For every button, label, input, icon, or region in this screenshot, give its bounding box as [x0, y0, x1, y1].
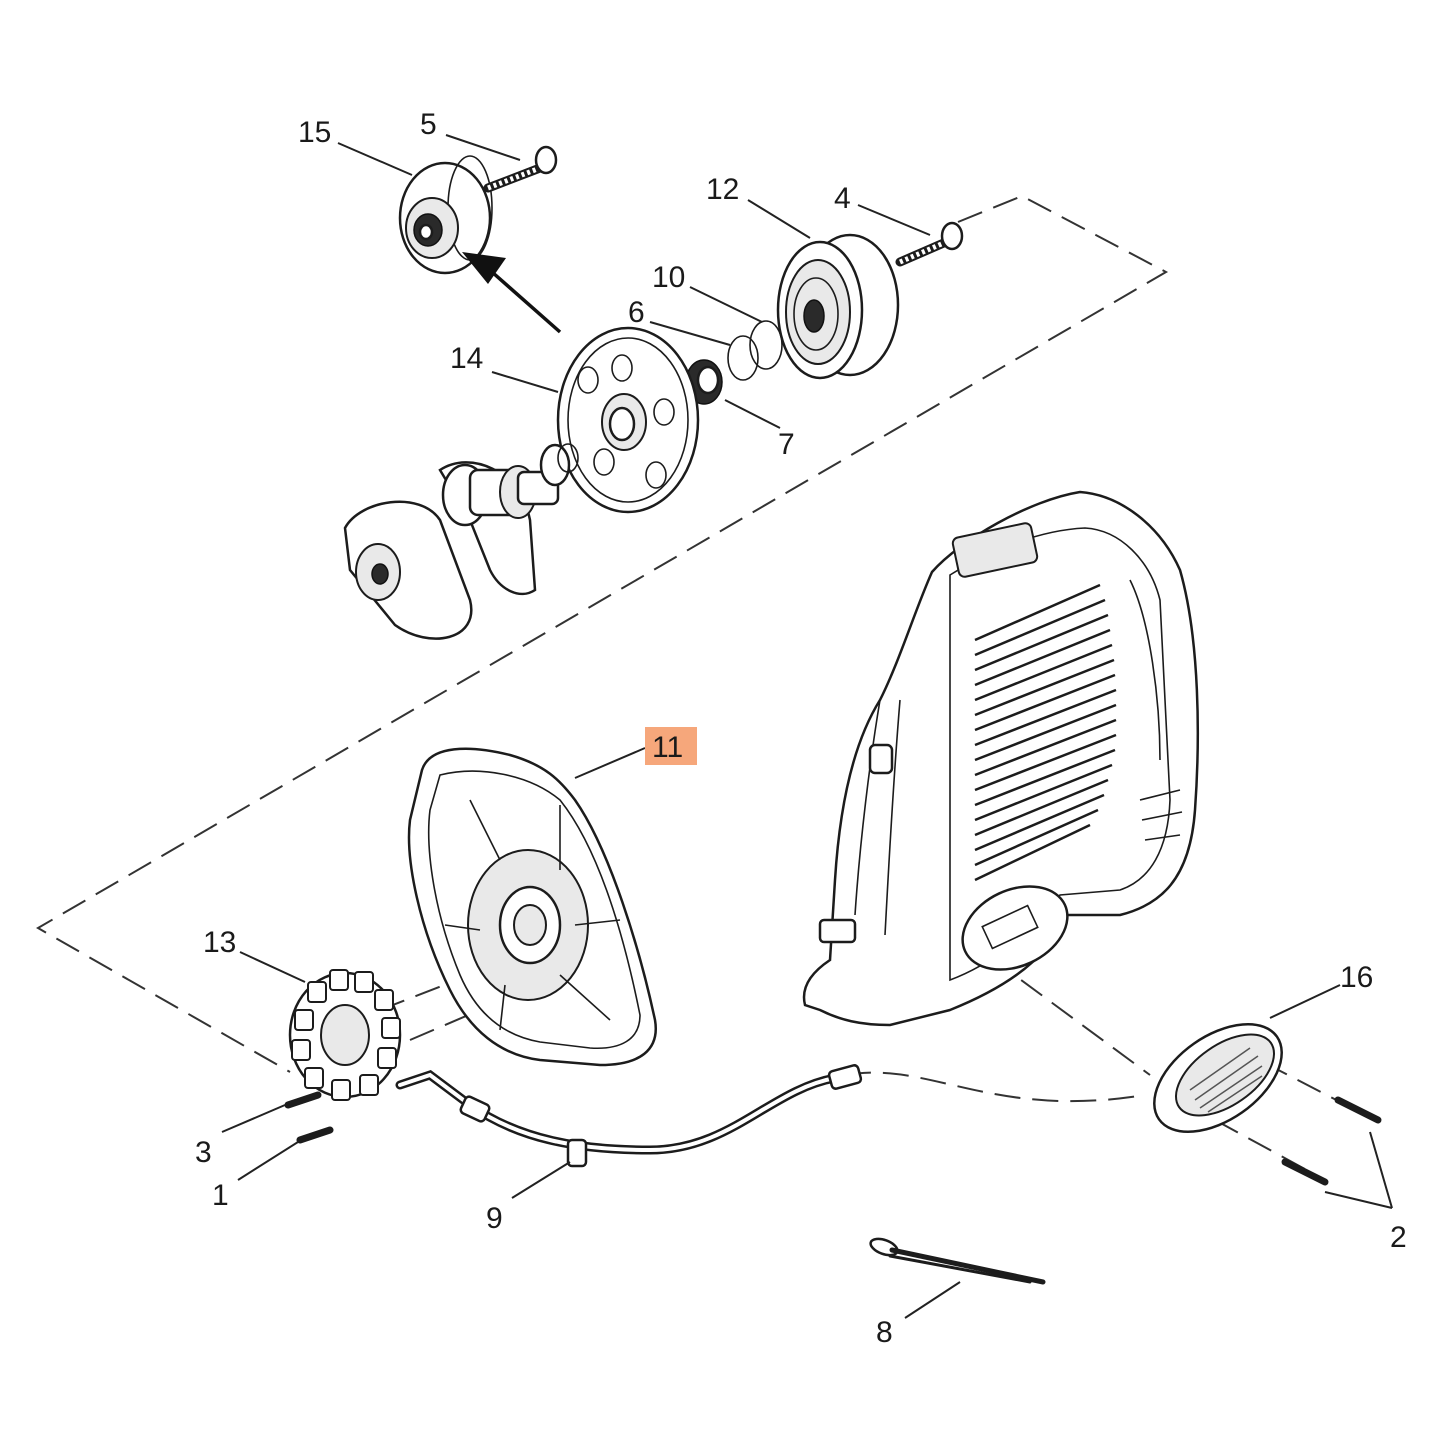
callout-5[interactable]: 5: [420, 108, 437, 141]
callout-16[interactable]: 16: [1340, 961, 1373, 994]
callout-7[interactable]: 7: [778, 428, 795, 461]
part-10-ring: [749, 320, 783, 370]
fan-housing: [802, 490, 1200, 1027]
callout-4[interactable]: 4: [834, 182, 851, 215]
part-4-bolt: [895, 221, 964, 267]
direction-arrow: [462, 252, 562, 334]
crankshaft: [343, 443, 579, 640]
callout-13[interactable]: 13: [203, 926, 236, 959]
part-15-drive-hub: [398, 155, 493, 275]
part-12-clutch-drum: [776, 233, 900, 380]
part-9-cable: [395, 1064, 863, 1168]
callout-labels: 15 5 12 4 10 6 14 7 11 13 16 3 1 9 2 8: [195, 108, 1407, 1349]
callout-6[interactable]: 6: [628, 296, 645, 329]
callout-2[interactable]: 2: [1390, 1221, 1407, 1254]
callout-10[interactable]: 10: [652, 261, 685, 294]
part-5-bolt: [483, 145, 558, 193]
callout-15[interactable]: 15: [298, 116, 331, 149]
part-1-screw: [296, 1126, 334, 1144]
callout-9[interactable]: 9: [486, 1202, 503, 1235]
callout-1[interactable]: 1: [212, 1179, 229, 1212]
callout-3[interactable]: 3: [195, 1136, 212, 1169]
callout-12[interactable]: 12: [706, 173, 739, 206]
leader-lines: [221, 134, 1393, 1319]
housing-cooling-fins: [974, 583, 1117, 882]
part-13-stator: [288, 969, 402, 1101]
part-2-screws: [1281, 1096, 1382, 1186]
part-3-screw: [284, 1091, 322, 1109]
part-16-starter-cover: [1153, 1022, 1283, 1134]
part-14-gear-wheel: [556, 326, 700, 514]
callout-11-highlight: [645, 727, 697, 765]
callout-11[interactable]: 11: [652, 731, 683, 764]
callout-14[interactable]: 14: [450, 342, 483, 375]
callout-8[interactable]: 8: [876, 1316, 893, 1349]
part-11-crankcase-cover: [407, 747, 658, 1067]
part-8-split-pin: [869, 1237, 1046, 1285]
part-6-ring: [727, 335, 759, 381]
